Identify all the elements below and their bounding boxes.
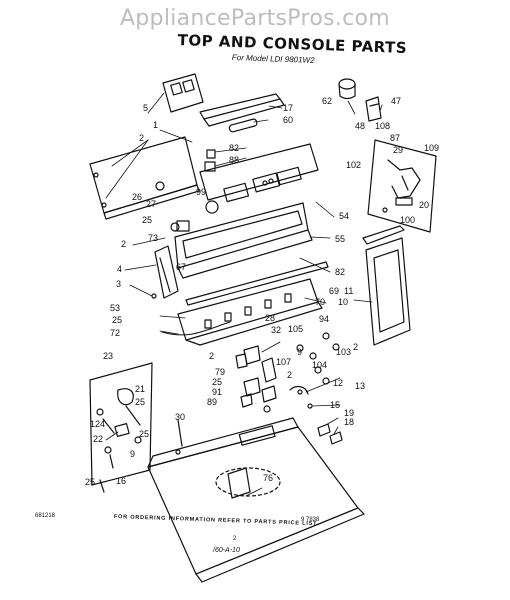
callout-label: 104 xyxy=(312,360,328,370)
callout-label: 5 xyxy=(143,103,149,113)
callout-label: 108 xyxy=(375,121,391,131)
callout-label: 102 xyxy=(346,160,362,170)
callout-label: 76 xyxy=(263,473,274,483)
callout-label: 2 xyxy=(353,342,359,352)
callout-label: 72 xyxy=(110,328,121,338)
callout-label: 10 xyxy=(338,297,349,307)
callout-label: 29 xyxy=(393,145,404,155)
callout-label: 30 xyxy=(175,412,186,422)
callout-label: 2 xyxy=(209,351,215,361)
callout-label: 55 xyxy=(335,234,346,244)
callout-label: 94 xyxy=(319,314,330,324)
end-cap-part xyxy=(155,246,178,298)
knob-part xyxy=(339,79,355,99)
wiring-inset xyxy=(368,140,436,232)
console-frame-part xyxy=(175,203,312,278)
callout-label: 124 xyxy=(90,419,106,429)
callout-label: 2 xyxy=(121,239,127,249)
callout-label: 13 xyxy=(355,381,366,391)
callout-label: 103 xyxy=(336,347,352,357)
leader-lines xyxy=(106,93,382,496)
callout-label: 20 xyxy=(419,200,430,210)
callout-label: 12 xyxy=(333,378,344,388)
fastener-part xyxy=(156,182,164,190)
callout-label: 9 xyxy=(297,347,303,357)
callout-label: 25 xyxy=(85,477,96,487)
bracket-part xyxy=(163,74,203,112)
callout-label: 16 xyxy=(116,476,127,486)
lid-switch-inset xyxy=(90,363,152,485)
screw-part xyxy=(152,294,156,298)
callout-label: 105 xyxy=(288,324,304,334)
callout-label: 54 xyxy=(339,211,350,221)
callout-label: 25 xyxy=(135,397,146,407)
callout-label: 53 xyxy=(110,303,121,313)
callout-label: 82 xyxy=(335,267,346,277)
callout-label: 89 xyxy=(207,397,218,407)
callout-label: 3 xyxy=(116,279,122,289)
callout-label: 100 xyxy=(400,215,416,225)
callout-label: 4 xyxy=(117,264,123,274)
callout-label: 11 xyxy=(344,286,354,296)
callout-label: 19 xyxy=(344,408,355,418)
switch-part xyxy=(207,150,215,158)
callout-label: 15 xyxy=(330,400,341,410)
callout-label: 27 xyxy=(146,199,157,209)
tube-part xyxy=(229,118,258,132)
callout-label: 2 xyxy=(287,370,293,380)
callout-label: 17 xyxy=(283,103,294,113)
console-housing-part xyxy=(200,144,318,213)
callout-label: 73 xyxy=(148,233,159,243)
support-bar-part xyxy=(186,262,328,305)
callout-label: 26 xyxy=(132,192,143,202)
callout-label: 25 xyxy=(142,215,153,225)
figure-code-left: 681218 xyxy=(35,513,56,519)
callout-label: 82 xyxy=(229,143,240,153)
callout-label: 87 xyxy=(390,133,401,143)
watermark: AppliancePartsPros.com xyxy=(119,6,391,31)
callout-label: 79 xyxy=(215,367,226,377)
callout-label: 32 xyxy=(271,325,282,335)
callout-label: 1 xyxy=(153,120,159,130)
callout-label: 48 xyxy=(355,121,366,131)
callout-label: 21 xyxy=(135,384,146,394)
callout-label: 28 xyxy=(265,313,276,323)
clip-part xyxy=(366,97,381,121)
callout-label: 62 xyxy=(322,96,333,106)
callout-label: 67 xyxy=(176,262,187,272)
back-panel-part xyxy=(90,137,199,219)
callout-label: 25 xyxy=(112,315,123,325)
callout-label: 25 xyxy=(212,377,223,387)
callout-label: 107 xyxy=(276,357,292,367)
callout-label: 2 xyxy=(139,133,145,143)
callout-label: 47 xyxy=(391,96,402,106)
rear-bracket-part xyxy=(178,279,322,345)
callout-label: 99 xyxy=(196,187,207,197)
lid-part xyxy=(363,226,410,345)
callout-label: 25 xyxy=(139,429,150,439)
callout-label: 60 xyxy=(283,115,294,125)
callout-label: 88 xyxy=(229,155,240,165)
callout-label: 70 xyxy=(315,297,326,307)
relay-part xyxy=(205,162,215,171)
trim-strip-part xyxy=(200,94,284,126)
callout-label: 91 xyxy=(212,387,223,397)
page-marker: 2 xyxy=(233,536,237,542)
callout-label: 22 xyxy=(93,434,104,444)
callout-label: 69 xyxy=(329,286,340,296)
screw-part xyxy=(171,223,179,231)
screws-lower-left xyxy=(100,420,182,492)
callout-label: 23 xyxy=(103,351,114,361)
connector-part xyxy=(177,221,189,231)
callout-label: 18 xyxy=(344,417,355,427)
harness-part xyxy=(162,322,230,335)
figure-code-right: 9 7838 xyxy=(301,517,320,523)
top-panel-part xyxy=(148,418,364,582)
callout-label: 9 xyxy=(130,449,136,459)
callout-label: 109 xyxy=(424,143,440,153)
handwritten-note: /60-A-10 xyxy=(213,547,240,554)
